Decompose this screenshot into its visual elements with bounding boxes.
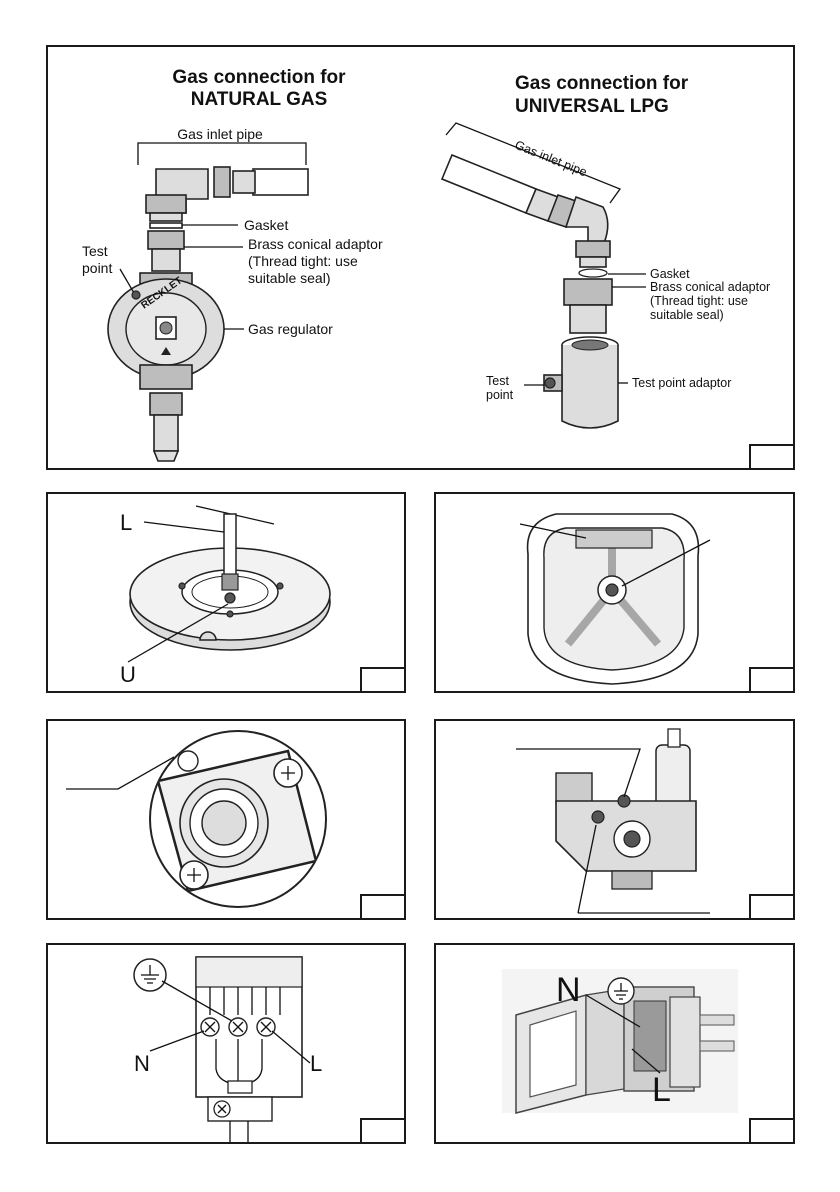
connector-label-n: N bbox=[556, 971, 581, 1009]
lpg-title-1: Gas connection for bbox=[515, 73, 689, 94]
ng-adaptor-label-2: (Thread tight: use bbox=[248, 253, 358, 269]
gas-connection-diagram: Gas connection for NATURAL GAS Gas conne… bbox=[48, 47, 795, 470]
burner-label-u: U bbox=[120, 662, 136, 687]
flange-panel bbox=[46, 719, 406, 920]
figure-number-box bbox=[749, 444, 795, 470]
terminal-block-panel: N L bbox=[46, 943, 406, 1144]
flange-diagram bbox=[48, 721, 406, 920]
ng-adaptor-label-1: Brass conical adaptor bbox=[248, 236, 383, 252]
lpg-test-point-adaptor-label: Test point adaptor bbox=[632, 376, 731, 390]
lpg-adaptor-label-3: suitable seal) bbox=[650, 308, 724, 322]
figure-number-box bbox=[749, 894, 795, 920]
ng-test-point-label-1: Test bbox=[82, 243, 108, 259]
burner-key-diagram: L U bbox=[48, 494, 406, 693]
terminal-label-n: N bbox=[134, 1051, 150, 1076]
figure-number-box bbox=[749, 667, 795, 693]
terminal-label-l: L bbox=[310, 1051, 322, 1076]
ng-gasket-label: Gasket bbox=[244, 217, 288, 233]
lpg-test-point-label-2: point bbox=[486, 388, 514, 402]
connector-box-diagram: N L bbox=[436, 945, 795, 1144]
lpg-gasket-label: Gasket bbox=[650, 267, 690, 281]
natural-gas-title-1: Gas connection for bbox=[172, 67, 346, 88]
lpg-title-2: UNIVERSAL LPG bbox=[515, 96, 669, 117]
figure-number-box bbox=[360, 667, 406, 693]
burner-key-panel: L U bbox=[46, 492, 406, 693]
lpg-inlet-pipe-label: Gas inlet pipe bbox=[513, 138, 589, 180]
gas-valve-diagram bbox=[436, 721, 795, 920]
ng-test-point-label-2: point bbox=[82, 260, 112, 276]
lpg-adaptor-label-1: Brass conical adaptor bbox=[650, 280, 770, 294]
figure-number-box bbox=[360, 894, 406, 920]
connector-box-panel: N L bbox=[434, 943, 795, 1144]
ng-regulator-label: Gas regulator bbox=[248, 321, 333, 337]
connector-label-l: L bbox=[652, 1071, 671, 1109]
terminal-block-diagram: N L bbox=[48, 945, 406, 1144]
ng-inlet-pipe-label: Gas inlet pipe bbox=[177, 126, 263, 142]
burner-underside-panel bbox=[434, 492, 795, 693]
ng-adaptor-label-3: suitable seal) bbox=[248, 270, 331, 286]
figure-number-box bbox=[749, 1118, 795, 1144]
burner-underside-diagram bbox=[436, 494, 795, 693]
gas-valve-panel bbox=[434, 719, 795, 920]
natural-gas-title-2: NATURAL GAS bbox=[191, 89, 328, 110]
figure-number-box bbox=[360, 1118, 406, 1144]
lpg-test-point-label-1: Test bbox=[486, 374, 509, 388]
lpg-adaptor-label-2: (Thread tight: use bbox=[650, 294, 748, 308]
burner-label-l: L bbox=[120, 510, 132, 535]
lpg-assembly: Gas inlet pipe Gasket Brass conical adap… bbox=[442, 123, 770, 428]
natural-gas-assembly: Gas inlet pipe Gasket Brass conical adap… bbox=[82, 126, 383, 461]
gas-connection-panel: Gas connection for NATURAL GAS Gas conne… bbox=[46, 45, 795, 470]
